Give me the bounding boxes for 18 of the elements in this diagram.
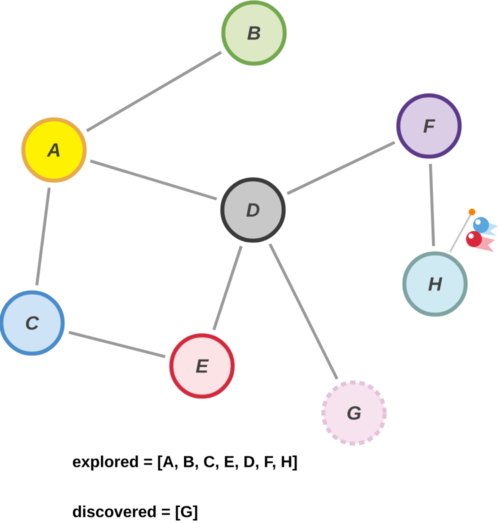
- graph-node: C: [0, 290, 65, 356]
- graph-node: A: [21, 117, 87, 183]
- edge-line: [286, 141, 396, 195]
- edge-line: [212, 246, 243, 330]
- edge-line: [35, 188, 51, 286]
- graph-node: H: [402, 251, 468, 317]
- edge-line: [86, 50, 222, 132]
- variable-text: discovered = [G]: [72, 506, 198, 520]
- edge-line: [428, 164, 436, 246]
- edge-line: [68, 330, 166, 358]
- variable-text: explored = [A, B, C, E, D, F, H]: [72, 456, 297, 470]
- graph-node: G: [321, 380, 387, 446]
- graph-node: F: [396, 93, 462, 159]
- graph-node: B: [221, 0, 287, 66]
- edge-line: [90, 160, 218, 200]
- graph-node: D: [220, 177, 286, 243]
- edge-line: [268, 243, 338, 380]
- graph-node: E: [169, 333, 235, 399]
